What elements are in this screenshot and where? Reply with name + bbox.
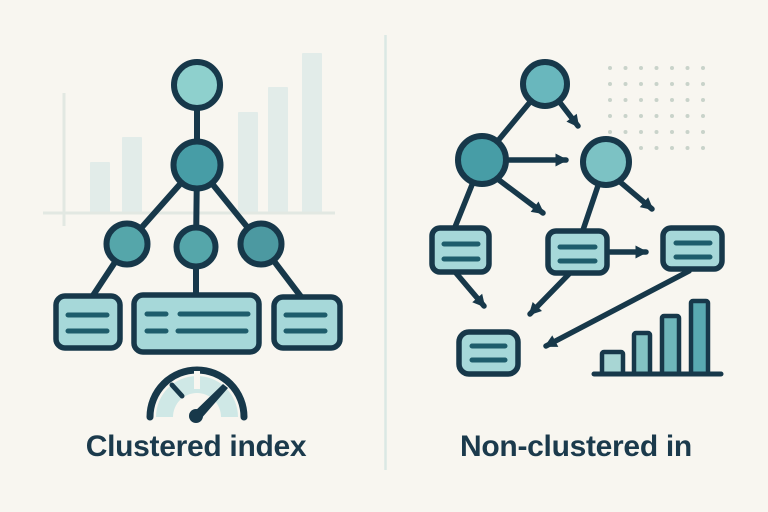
data-pages <box>53 292 343 355</box>
data-page <box>456 329 521 377</box>
heap-pages <box>429 225 725 377</box>
branch-node <box>237 220 285 268</box>
data-page <box>271 294 343 351</box>
caption-clustered-index: Clustered index <box>4 430 388 464</box>
data-page <box>429 225 492 275</box>
branch-node <box>103 220 151 268</box>
caption-text: Non-clustered in <box>460 430 692 463</box>
index-root-node <box>520 59 570 109</box>
internal-node <box>170 138 224 192</box>
root-node <box>171 59 223 111</box>
data-page <box>131 292 262 355</box>
data-page-rows <box>65 311 328 334</box>
data-page <box>53 293 123 351</box>
caption-text: Clustered index <box>85 430 307 463</box>
bar-chart-decoration-faded <box>90 53 322 213</box>
speedometer-icon <box>146 366 248 423</box>
caption-non-clustered-index: Non-clustered in <box>384 430 768 464</box>
data-page <box>660 225 725 272</box>
bar-chart-decoration-mini <box>599 298 711 377</box>
btree-nodes <box>103 59 285 270</box>
index-node <box>455 133 509 187</box>
faded-axes <box>43 93 335 226</box>
branch-node <box>173 224 219 270</box>
data-page <box>545 228 610 276</box>
data-page-rows <box>441 240 713 363</box>
dot-grid-pattern <box>608 66 705 150</box>
index-node <box>580 136 632 188</box>
non-clustered-index-panel <box>429 59 725 377</box>
index-nodes <box>455 59 632 188</box>
clustered-index-panel <box>43 53 343 423</box>
gauge-pivot <box>189 409 203 423</box>
graph-arrows <box>453 97 692 349</box>
